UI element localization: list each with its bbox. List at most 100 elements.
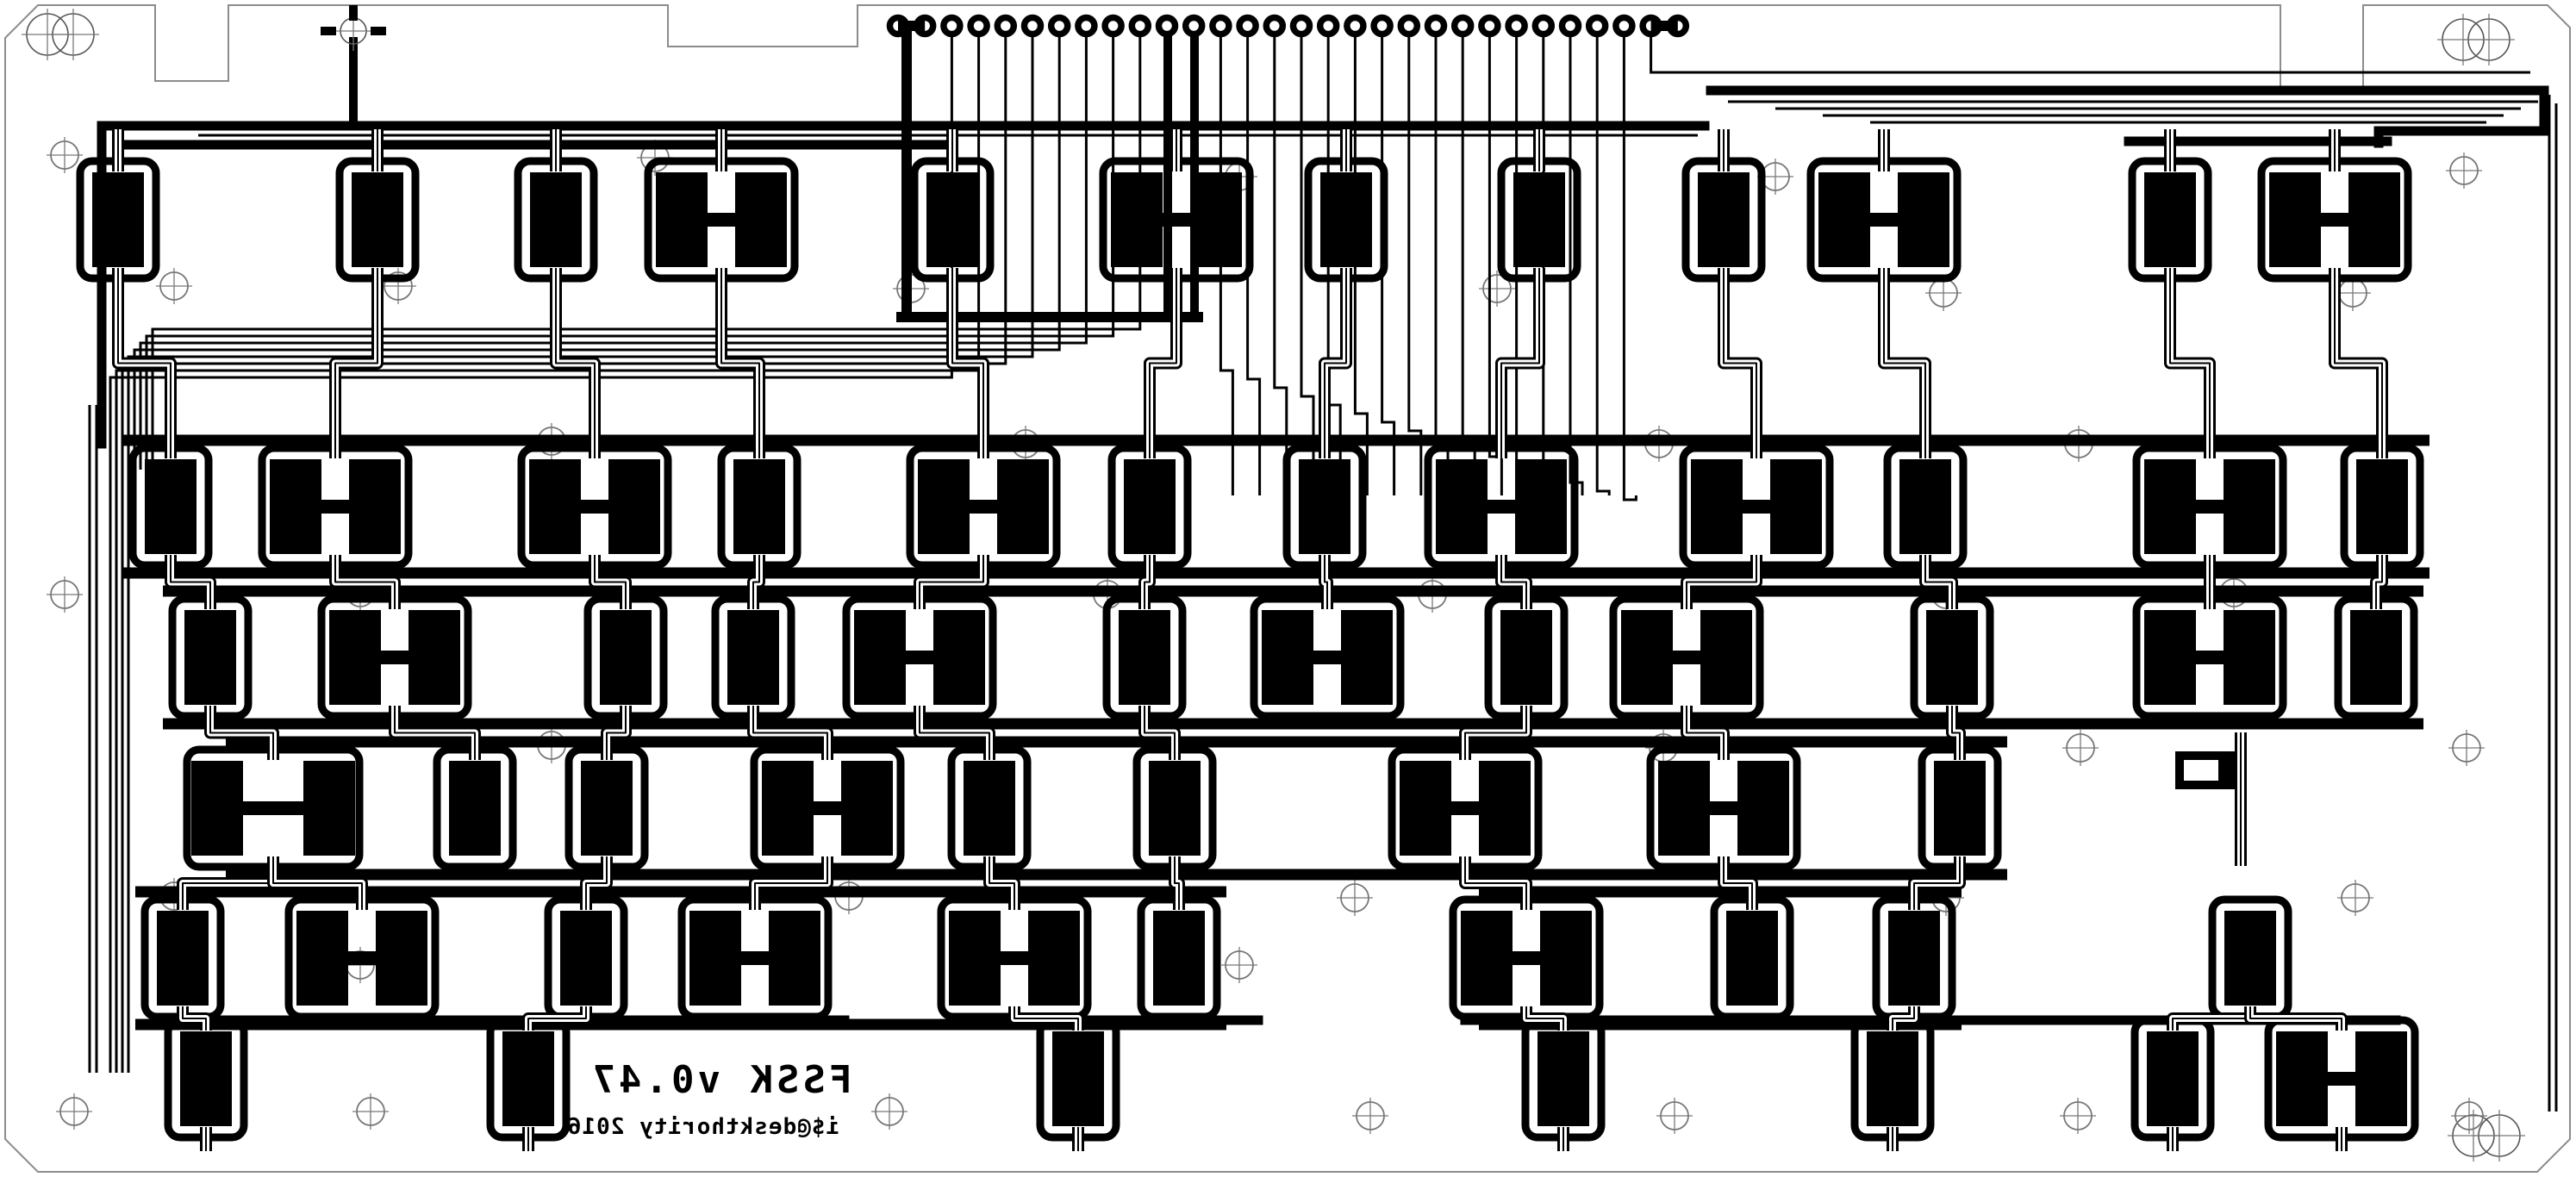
capacitive-pad-left bbox=[762, 761, 814, 856]
trace-channel-signal bbox=[989, 856, 1015, 910]
capacitive-pad bbox=[2147, 1031, 2199, 1126]
trace-channel-signal bbox=[585, 856, 608, 910]
trace-channel-signal bbox=[2334, 268, 2383, 458]
capacitive-pad bbox=[2350, 610, 2402, 705]
capacitive-pad bbox=[1926, 610, 1978, 705]
capacitive-pad-right bbox=[1028, 911, 1080, 1006]
capacitive-pad-right bbox=[1479, 761, 1531, 856]
trace-channel-signal bbox=[209, 706, 274, 760]
trace-channel-signal bbox=[1500, 555, 1527, 609]
mount-hole bbox=[2446, 153, 2482, 189]
trace-channel-signal bbox=[720, 268, 760, 458]
capacitive-pad bbox=[926, 172, 978, 267]
capacitive-pad-right bbox=[2224, 459, 2275, 554]
capacitive-pad-left bbox=[2144, 610, 2196, 705]
pad-bridge-finger bbox=[1671, 651, 1702, 664]
capacitive-pad-left bbox=[949, 911, 1001, 1006]
capacitive-pad bbox=[581, 761, 633, 856]
switch-footprint bbox=[842, 595, 997, 720]
trace-channel-signal bbox=[1464, 856, 1527, 910]
mount-hole bbox=[380, 268, 416, 304]
trace-channel-signal bbox=[117, 268, 172, 458]
capacitive-pad bbox=[502, 1031, 554, 1126]
mount-hole bbox=[1479, 271, 1515, 307]
mount-hole bbox=[47, 137, 83, 173]
connector-pad bbox=[1585, 14, 1611, 495]
trace-channel-signal bbox=[594, 555, 627, 609]
capacitive-pad bbox=[184, 610, 236, 705]
capacitive-pad-left bbox=[1436, 459, 1488, 554]
trace-channel-signal bbox=[1686, 555, 1757, 609]
capacitive-pad-right bbox=[997, 459, 1049, 554]
trace-channel-signal bbox=[1924, 555, 1953, 609]
trace-channel-signal bbox=[1149, 268, 1177, 458]
pad-bridge-finger bbox=[1312, 651, 1343, 664]
trace-channel-signal bbox=[272, 856, 363, 910]
pad-fanout-trace bbox=[1650, 34, 2530, 74]
switch-footprint bbox=[2132, 595, 2287, 720]
switch-footprint bbox=[677, 895, 833, 1021]
trace-channel-signal bbox=[1525, 1006, 1564, 1031]
capacitive-pad bbox=[1320, 172, 1372, 267]
mount-hole bbox=[2451, 1098, 2487, 1134]
connector-pad bbox=[139, 14, 1098, 470]
capacitive-pad-left bbox=[191, 761, 243, 856]
capacitive-pad bbox=[1124, 459, 1176, 554]
connector-pad bbox=[1639, 14, 2530, 74]
pad-bridge-finger bbox=[1161, 213, 1192, 227]
capacitive-pad bbox=[1513, 172, 1565, 267]
capacitive-pad-left bbox=[296, 911, 348, 1006]
credit-text: i$@deskthority 2016 bbox=[567, 1114, 839, 1140]
capacitive-pad bbox=[1119, 610, 1170, 705]
capacitive-pad bbox=[1934, 761, 1986, 856]
pad-bridge-finger bbox=[739, 951, 770, 965]
pad-bridge-finger bbox=[2319, 213, 2350, 227]
trace-channel-signal bbox=[1324, 555, 1328, 609]
capacitive-pad-right bbox=[1190, 172, 1242, 267]
capacitive-pad-right bbox=[2355, 1031, 2407, 1126]
capacitive-pad-right bbox=[1700, 610, 1752, 705]
pad-bridge-finger bbox=[1511, 951, 1542, 965]
fiducial-wing-right bbox=[371, 27, 386, 35]
capacitive-pad bbox=[1698, 172, 1750, 267]
trace-channel-signal bbox=[2169, 268, 2211, 458]
capacitive-pad bbox=[964, 761, 1015, 856]
trace-channel-signal bbox=[1883, 268, 1926, 458]
board-name-text: FSSK v0.47 bbox=[589, 1058, 852, 1102]
capacitive-pad bbox=[2356, 459, 2408, 554]
switch-footprint bbox=[284, 895, 440, 1021]
trace-channel-signal bbox=[2375, 555, 2383, 609]
trace-channel-signal bbox=[1723, 268, 1757, 458]
capacitive-pad-left bbox=[529, 459, 581, 554]
capacitive-pad-right bbox=[409, 610, 460, 705]
mount-hole bbox=[1221, 947, 1257, 983]
connector-pad bbox=[886, 14, 910, 38]
capacitive-pad-right bbox=[1341, 610, 1393, 705]
trace-channel-signal bbox=[754, 856, 828, 910]
trace-channel-signal bbox=[527, 1006, 587, 1031]
corner-slot-cross bbox=[47, 9, 99, 60]
capacitive-pad-left bbox=[1621, 610, 1673, 705]
pad-bridge-finger bbox=[2326, 1072, 2357, 1086]
connector-pad bbox=[1612, 14, 1637, 501]
pad-fanout-trace bbox=[1407, 34, 1423, 495]
fiducial-crosshair bbox=[321, 5, 386, 51]
capacitive-pad bbox=[145, 459, 196, 554]
pad-bridge-finger bbox=[241, 801, 305, 815]
mount-hole bbox=[2060, 1098, 2096, 1134]
connector-pad bbox=[1263, 14, 1288, 495]
capacitive-pad-right bbox=[1737, 761, 1789, 856]
trace-channel-signal bbox=[1324, 268, 1347, 458]
jumper-pad bbox=[2175, 751, 2236, 789]
trace-channel-signal bbox=[1464, 706, 1527, 760]
connector-pad bbox=[913, 14, 937, 38]
switch-footprint bbox=[1388, 745, 1543, 871]
trace-channel-signal bbox=[334, 268, 378, 458]
mount-hole bbox=[2448, 730, 2485, 766]
trace-channel-signal bbox=[1723, 856, 1753, 910]
pad-bridge-finger bbox=[1450, 801, 1481, 815]
capacitive-pad bbox=[92, 172, 144, 267]
capacitive-pad bbox=[1867, 1031, 1918, 1126]
capacitive-pad-left bbox=[1262, 610, 1313, 705]
